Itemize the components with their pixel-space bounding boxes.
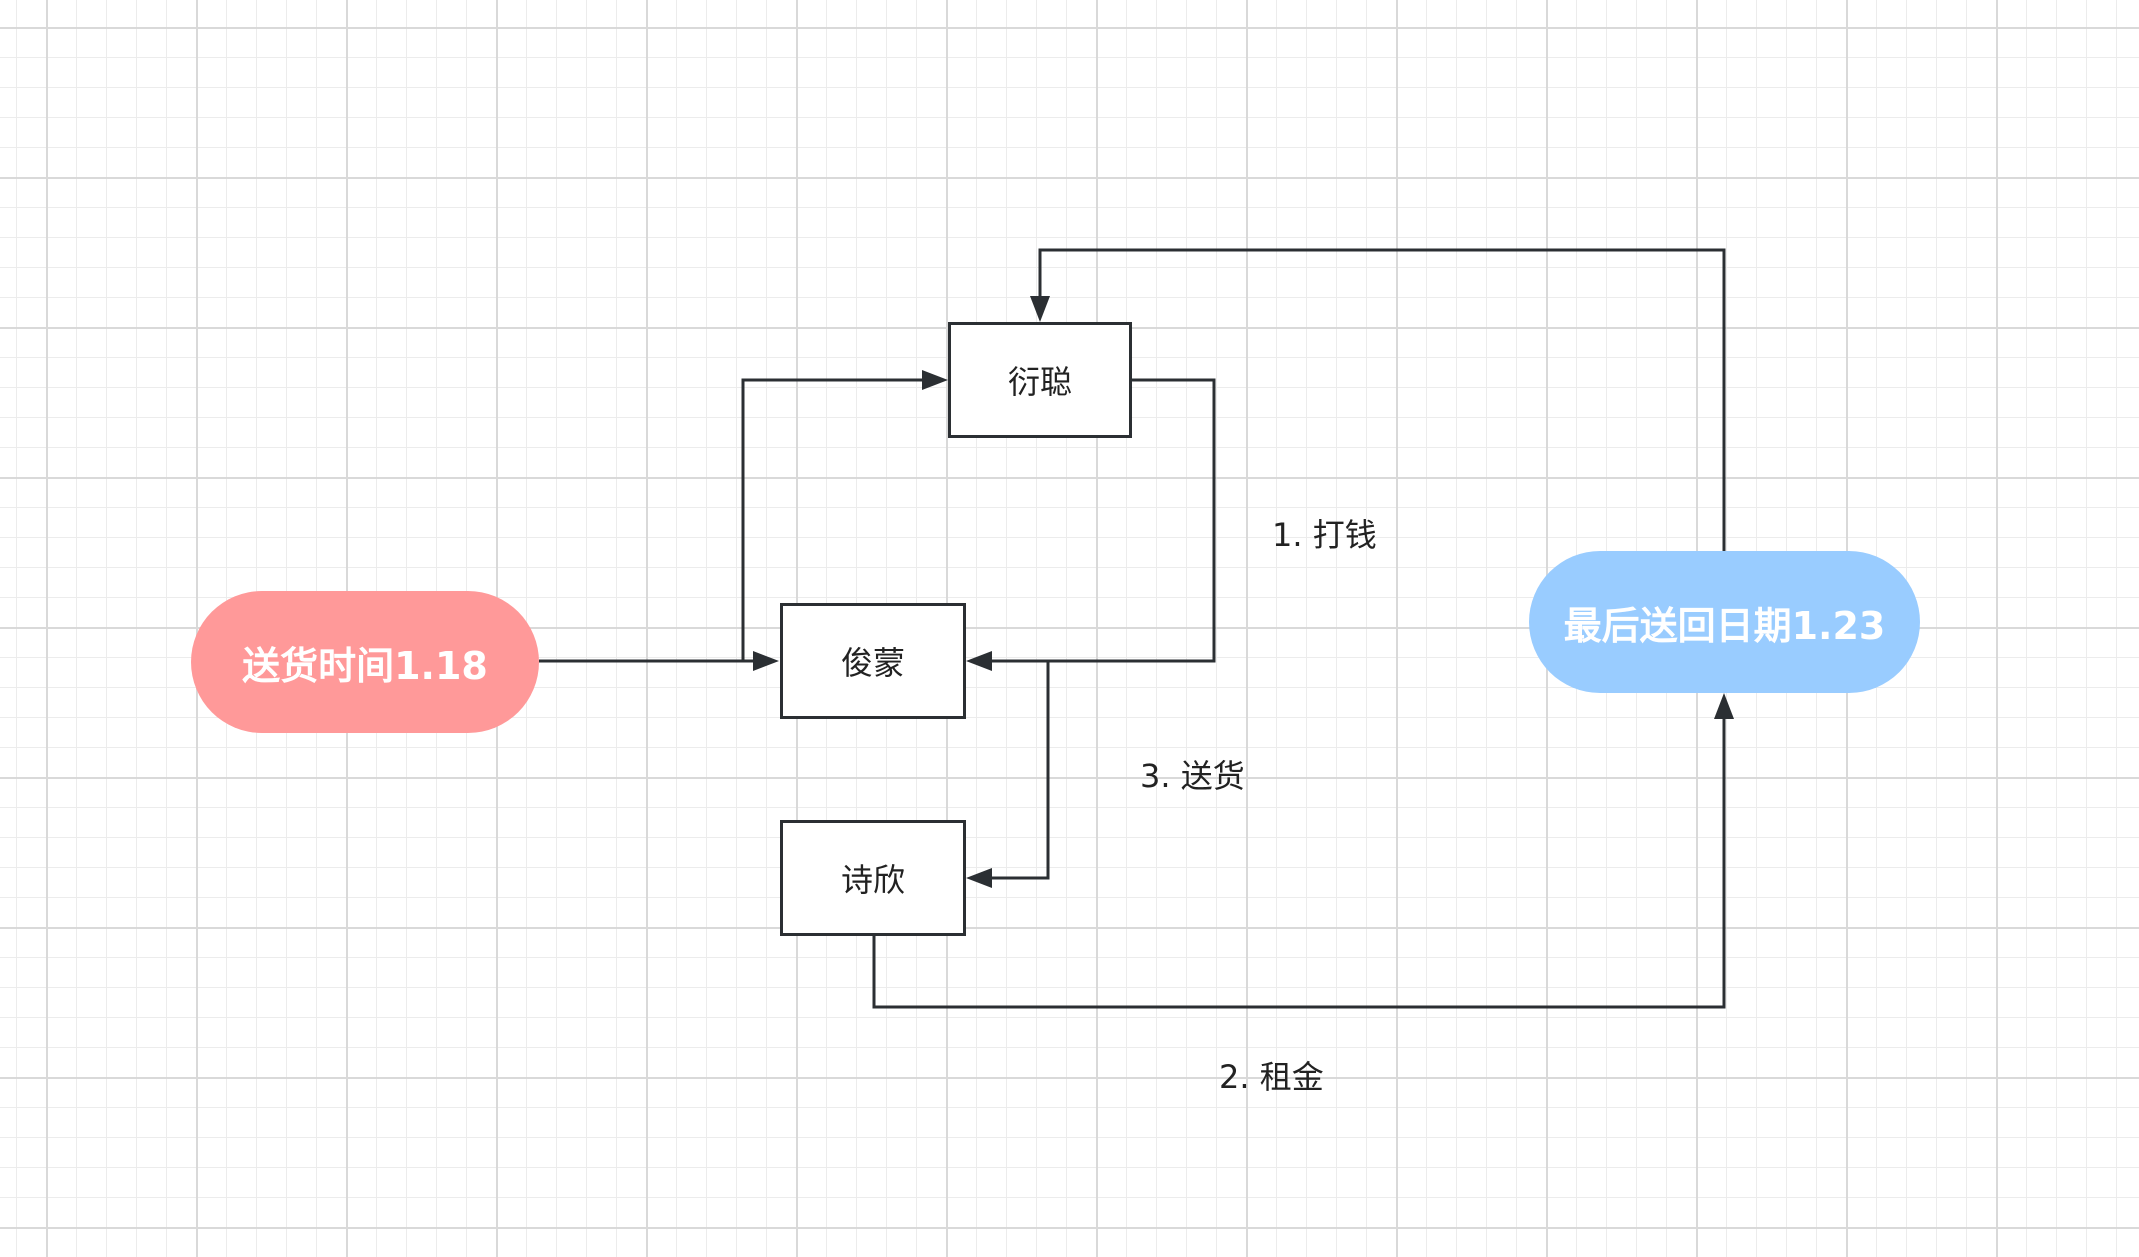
- node-yancong-label: 衍聪: [1007, 363, 1072, 401]
- node-yancong[interactable]: 衍聪: [948, 322, 1132, 438]
- node-shixin-label: 诗欣: [840, 861, 905, 899]
- arrowhead-junmeng-left: [753, 651, 779, 671]
- connector-junmeng-to-shixin[interactable]: [990, 661, 1050, 880]
- connector-start-to-yancong[interactable]: [741, 378, 925, 661]
- end-node-label: 最后送回日期1.23: [1563, 603, 1886, 648]
- start-node-delivery-time[interactable]: 送货时间1.18: [191, 591, 539, 733]
- connector-shixin-to-end[interactable]: [872, 712, 1726, 1009]
- arrowhead-end-bottom: [1714, 693, 1734, 719]
- arrowhead-shixin-right: [966, 868, 992, 888]
- arrowhead-yancong-top: [1030, 296, 1050, 322]
- edge-label-pay[interactable]: 1. 打钱: [1272, 516, 1377, 554]
- end-node-return-date[interactable]: 最后送回日期1.23: [1529, 551, 1920, 693]
- edge-label-deliver[interactable]: 3. 送货: [1140, 757, 1245, 795]
- edge-label-rent[interactable]: 2. 租金: [1219, 1058, 1324, 1096]
- node-junmeng-label: 俊蒙: [840, 644, 905, 682]
- arrowhead-yancong-left: [922, 370, 948, 390]
- node-junmeng[interactable]: 俊蒙: [780, 603, 966, 719]
- node-shixin[interactable]: 诗欣: [780, 820, 966, 936]
- connector-yancong-to-junmeng[interactable]: [990, 378, 1216, 663]
- connector-end-to-yancong[interactable]: [1038, 248, 1726, 552]
- start-node-label: 送货时间1.18: [242, 643, 488, 688]
- arrowhead-junmeng-right: [966, 651, 992, 671]
